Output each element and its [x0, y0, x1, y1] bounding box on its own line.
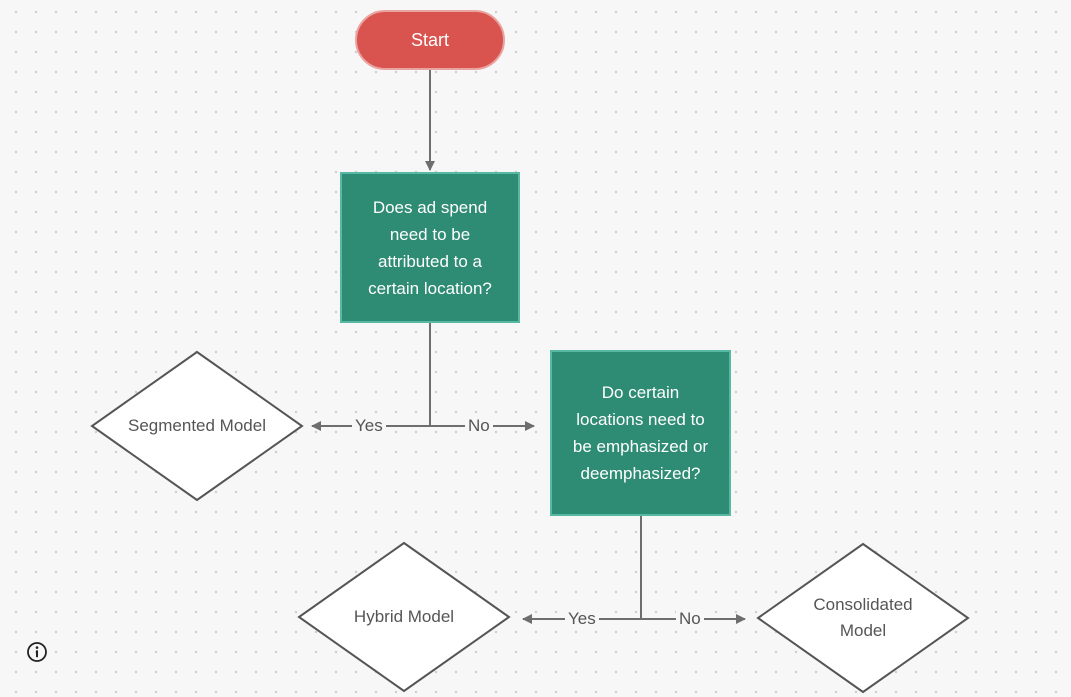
decision-location-emphasis[interactable]: Do certain locations need to be emphasiz… [550, 350, 731, 516]
q1-yes-label: Yes [352, 416, 386, 436]
consolidated-model-label: Consolidated Model [813, 595, 913, 640]
segmented-model-label: Segmented Model [128, 416, 266, 435]
hybrid-model-label: Hybrid Model [353, 607, 455, 626]
decision-ad-spend-attribution[interactable]: Does ad spend need to be attributed to a… [340, 172, 520, 323]
decision-q2-text: Do certain locations need to be emphasiz… [572, 383, 709, 483]
segmented-model-shape[interactable] [90, 350, 304, 502]
q1-no-label: No [465, 416, 493, 436]
start-node[interactable]: Start [355, 10, 505, 70]
consolidated-model-shape[interactable] [756, 542, 970, 694]
info-circle-icon[interactable] [26, 641, 48, 663]
q2-yes-label: Yes [565, 609, 599, 629]
q2-no-label: No [676, 609, 704, 629]
hybrid-model-shape[interactable] [297, 541, 511, 693]
decision-q1-text: Does ad spend need to be attributed to a… [368, 197, 492, 298]
start-label: Start [410, 29, 449, 50]
